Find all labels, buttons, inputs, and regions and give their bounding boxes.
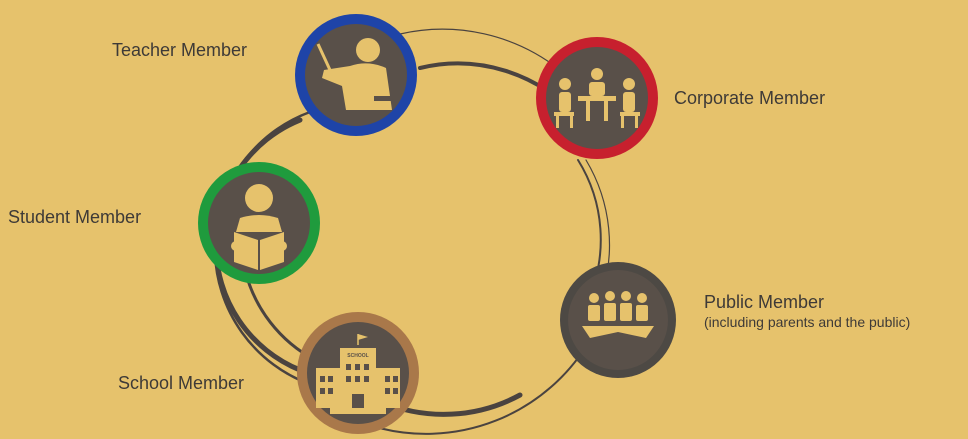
public-member-label: Public Member (including parents and the… bbox=[704, 292, 910, 330]
public-member-node bbox=[560, 262, 676, 378]
school-member-node: SCHOOL bbox=[297, 312, 419, 434]
teacher-member-node bbox=[295, 14, 417, 136]
student-member-node bbox=[198, 162, 320, 284]
teacher-pointing-icon bbox=[316, 38, 392, 110]
school-sign-text: SCHOOL bbox=[347, 353, 368, 359]
school-member-label: School Member bbox=[118, 373, 245, 393]
school-building-icon: SCHOOL bbox=[316, 334, 400, 414]
public-member-sublabel: (including parents and the public) bbox=[704, 313, 911, 330]
student-reading-icon bbox=[231, 184, 287, 270]
teacher-member-label: Teacher Member bbox=[112, 40, 248, 60]
student-member-label: Student Member bbox=[8, 207, 142, 227]
public-member-title: Public Member bbox=[704, 292, 825, 312]
crowd-icon bbox=[582, 291, 654, 338]
corporate-member-label: Corporate Member bbox=[674, 88, 826, 108]
meeting-table-icon bbox=[554, 68, 640, 128]
corporate-member-node bbox=[536, 37, 658, 159]
